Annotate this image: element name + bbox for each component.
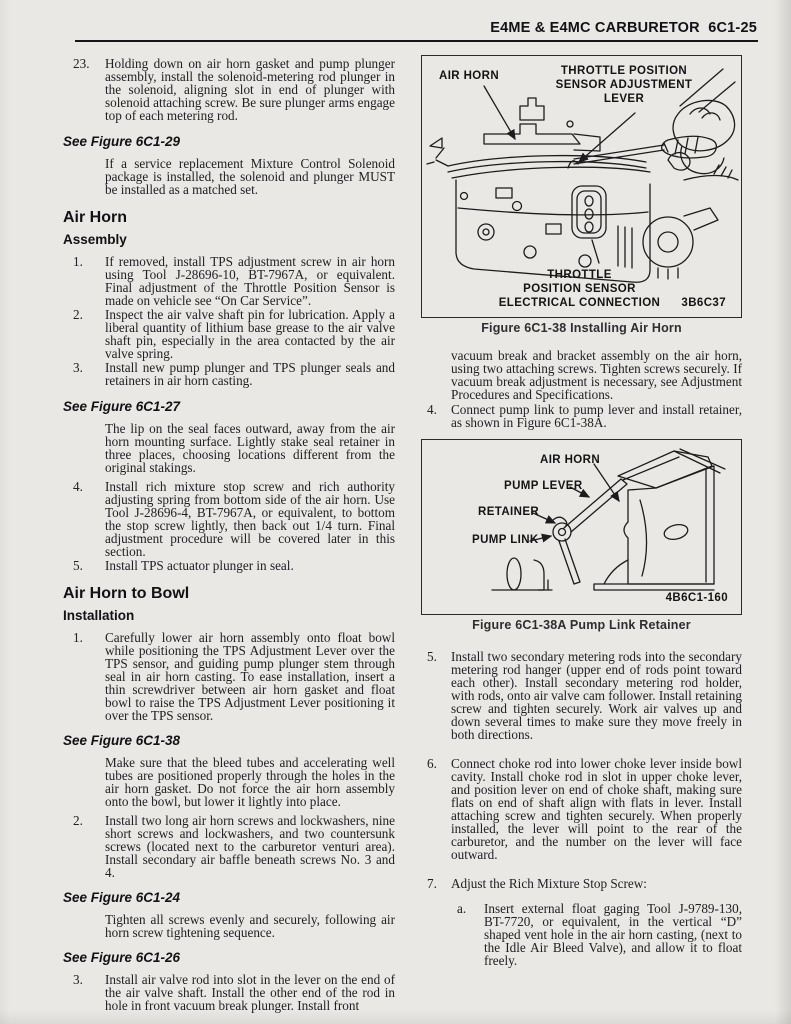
step-number: 5.	[427, 649, 437, 664]
figure-installing-air-horn: AIR HORN THROTTLE POSITION SENSOR ADJUST…	[421, 55, 742, 318]
subsection-installation: Installation	[63, 608, 135, 623]
step-number: 3.	[73, 360, 83, 375]
section-air-horn: Air Horn	[63, 209, 127, 226]
install-step-4: 4. Connect pump link to pump lever and i…	[421, 403, 742, 429]
install-step-3: 3. Install air valve rod into slot in th…	[63, 973, 395, 1012]
step-letter: a.	[457, 901, 467, 916]
figure-code: 4B6C1-160	[665, 592, 728, 604]
install-step-6: 6. Connect choke rod into lower choke le…	[421, 757, 742, 861]
step-text: Insert external float gaging Tool J-9789…	[484, 901, 742, 968]
assembly-step-1: 1. If removed, install TPS adjustment sc…	[63, 255, 395, 307]
step-number: 2.	[73, 813, 83, 828]
step-text: Carefully lower air horn assembly onto f…	[105, 630, 395, 723]
see-figure-6c1-26: See Figure 6C1-26	[63, 950, 181, 965]
figure-code: 3B6C37	[681, 297, 726, 309]
note-paragraph: If a service replacement Mixture Control…	[105, 156, 395, 197]
step-number: 4.	[73, 479, 83, 494]
carburetor-illustration	[426, 68, 739, 283]
label-tps-electrical-connection: THROTTLE POSITION SENSOR ELECTRICAL CONN…	[498, 269, 661, 309]
step-text: Adjust the Rich Mixture Stop Screw:	[451, 876, 647, 891]
assembly-step-4: 4. Install rich mixture stop screw and r…	[63, 480, 395, 558]
assembly-step-5: 5. Install TPS actuator plunger in seal.	[63, 559, 395, 572]
see-figure-6c1-38: See Figure 6C1-38	[63, 733, 181, 748]
step-number: 1.	[73, 254, 83, 269]
install-step-5: 5. Install two secondary metering rods i…	[421, 650, 742, 741]
step-text: Holding down on air horn gasket and pump…	[105, 56, 395, 123]
figure-caption: Figure 6C1-38 Installing Air Horn	[481, 321, 682, 335]
install-step-7a: a. Insert external float gaging Tool J-9…	[457, 902, 742, 967]
note-paragraph: The lip on the seal faces outward, away …	[105, 421, 395, 475]
step-number: 3.	[73, 972, 83, 987]
note-paragraph: Make sure that the bleed tubes and accel…	[105, 755, 395, 809]
step-text: Install two long air horn screws and loc…	[105, 813, 395, 880]
step-number: 7.	[427, 876, 437, 891]
label-pump-link: PUMP LINK	[472, 534, 539, 546]
figure-caption: Figure 6C1-38A Pump Link Retainer	[472, 618, 691, 632]
continued-paragraph: vacuum break and bracket assembly on the…	[451, 348, 742, 402]
step-text: Install TPS actuator plunger in seal.	[105, 558, 294, 573]
step-23: 23. Holding down on air horn gasket and …	[63, 57, 395, 122]
step-number: 6.	[427, 756, 437, 771]
step-text: Install new pump plunger and TPS plunger…	[105, 360, 395, 388]
pump-link-illustration	[491, 448, 726, 591]
label-tps-adjustment-lever: THROTTLE POSITION SENSOR ADJUSTMENT LEVE…	[555, 65, 693, 105]
step-number: 4.	[427, 402, 437, 417]
label-air-horn: AIR HORN	[540, 454, 601, 466]
step-number: 23.	[73, 56, 90, 71]
step-number: 2.	[73, 307, 83, 322]
step-text: Install rich mixture stop screw and rich…	[105, 479, 395, 559]
header-rule	[75, 40, 758, 42]
assembly-step-3: 3. Install new pump plunger and TPS plun…	[63, 361, 395, 387]
install-step-7: 7. Adjust the Rich Mixture Stop Screw:	[421, 877, 742, 890]
step-text: Install two secondary metering rods into…	[451, 649, 742, 742]
see-figure-6c1-24: See Figure 6C1-24	[63, 890, 181, 905]
figure-pump-link-retainer: AIR HORN PUMP LEVER RETAINER PUMP LINK 4…	[421, 439, 742, 615]
assembly-step-2: 2. Inspect the air valve shaft pin for l…	[63, 308, 395, 360]
note-paragraph: Tighten all screws evenly and securely, …	[105, 912, 395, 940]
see-figure-6c1-27: See Figure 6C1-27	[63, 399, 181, 414]
step-number: 1.	[73, 630, 83, 645]
step-text: If removed, install TPS adjustment screw…	[105, 254, 395, 308]
subsection-assembly: Assembly	[63, 232, 127, 247]
label-pump-lever: PUMP LEVER	[504, 480, 583, 492]
step-number: 5.	[73, 558, 83, 573]
step-text: Connect pump link to pump lever and inst…	[451, 402, 742, 430]
label-air-horn: AIR HORN	[439, 70, 500, 82]
left-column: 23. Holding down on air horn gasket and …	[63, 57, 395, 1013]
see-figure-6c1-29: See Figure 6C1-29	[63, 134, 181, 149]
section-air-horn-to-bowl: Air Horn to Bowl	[63, 585, 190, 602]
label-retainer: RETAINER	[478, 506, 540, 518]
page-header-title: E4ME & E4MC CARBURETOR 6C1-25	[490, 20, 757, 36]
install-step-1: 1. Carefully lower air horn assembly ont…	[63, 631, 395, 722]
step-text: Inspect the air valve shaft pin for lubr…	[105, 307, 395, 361]
step-text: Connect choke rod into lower choke lever…	[451, 756, 742, 862]
install-step-2: 2. Install two long air horn screws and …	[63, 814, 395, 879]
step-text: Install air valve rod into slot in the l…	[105, 972, 395, 1013]
right-column: AIR HORN THROTTLE POSITION SENSOR ADJUST…	[421, 50, 742, 968]
